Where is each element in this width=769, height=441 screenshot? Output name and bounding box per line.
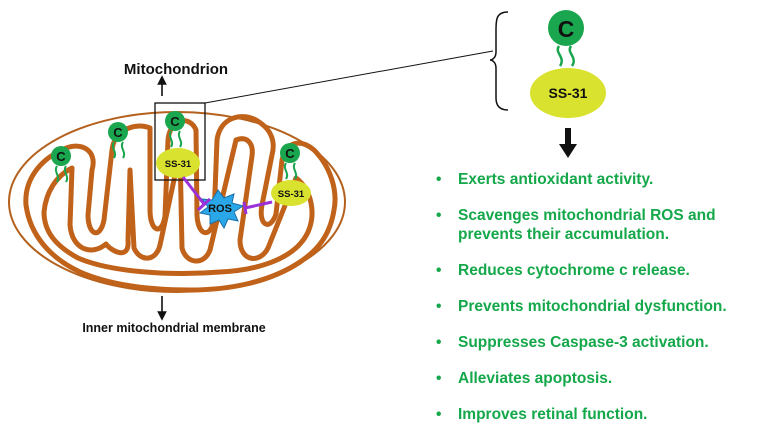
effect-text: Alleviates apoptosis.: [458, 370, 613, 387]
effect-text: Exerts antioxidant activity.: [458, 171, 654, 188]
effect-item: • Scavenges mitochondrial ROS and prevent…: [436, 206, 766, 244]
effect-item: • Improves retinal function.: [436, 405, 766, 424]
peptide-head-label: C: [558, 16, 575, 42]
peptide-ss31-left: C SS-31: [156, 111, 200, 178]
ss31-label-zoomed: SS-31: [549, 85, 588, 101]
bullet-icon: •: [436, 171, 442, 188]
zoom-box: [154, 102, 206, 181]
bullet-icon: •: [436, 370, 442, 387]
arrow-down-icon: [559, 128, 577, 158]
effect-text: Prevents mitochondrial dysfunction.: [458, 298, 727, 315]
effect-item: • Alleviates apoptosis.: [436, 369, 766, 388]
effect-text: Suppresses Caspase-3 activation.: [458, 334, 709, 351]
peptide-head-label: C: [285, 146, 295, 161]
zoom-bracket: [489, 11, 509, 111]
effect-item: • Suppresses Caspase-3 activation.: [436, 333, 766, 352]
inner-membrane-cristae: [23, 114, 338, 293]
inhibition-bar-icon: [181, 176, 273, 215]
effects-list: • Exerts antioxidant activity. • Scavenges …: [436, 170, 766, 441]
ss31-label-right: SS-31: [278, 189, 305, 200]
ros-burst-icon: ROS: [198, 189, 245, 230]
peptide-head-label: C: [170, 114, 180, 129]
effect-text: Reduces cytochrome c release.: [458, 262, 690, 279]
effect-item: • Exerts antioxidant activity.: [436, 170, 766, 189]
peptide-zoomed: C SS-31: [530, 10, 606, 118]
effect-item: • Prevents mitochondrial dysfunction.: [436, 297, 766, 316]
effect-item: • Reduces cytochrome c release.: [436, 261, 766, 280]
effect-text: Improves retinal function.: [458, 406, 648, 423]
peptide-ss31-right: C SS-31: [271, 143, 311, 206]
bullet-icon: •: [436, 262, 442, 279]
bullet-icon: •: [436, 334, 442, 351]
bullet-icon: •: [436, 298, 442, 315]
mitochondrion-label: Mitochondrion: [124, 61, 228, 78]
inner-membrane-label: Inner mitochondrial membrane: [82, 321, 265, 335]
bullet-icon: •: [436, 406, 442, 423]
peptide-free-1: C: [51, 146, 71, 183]
ss31-label-left: SS-31: [165, 159, 192, 170]
peptide-head-label: C: [113, 125, 123, 140]
bullet-icon: •: [436, 207, 442, 224]
ros-label: ROS: [208, 203, 232, 215]
effect-text: Scavenges mitochondrial ROS and prevents…: [458, 207, 716, 243]
zoom-line: [204, 50, 494, 104]
peptide-free-2: C: [108, 122, 128, 159]
peptide-head-label: C: [56, 149, 66, 164]
